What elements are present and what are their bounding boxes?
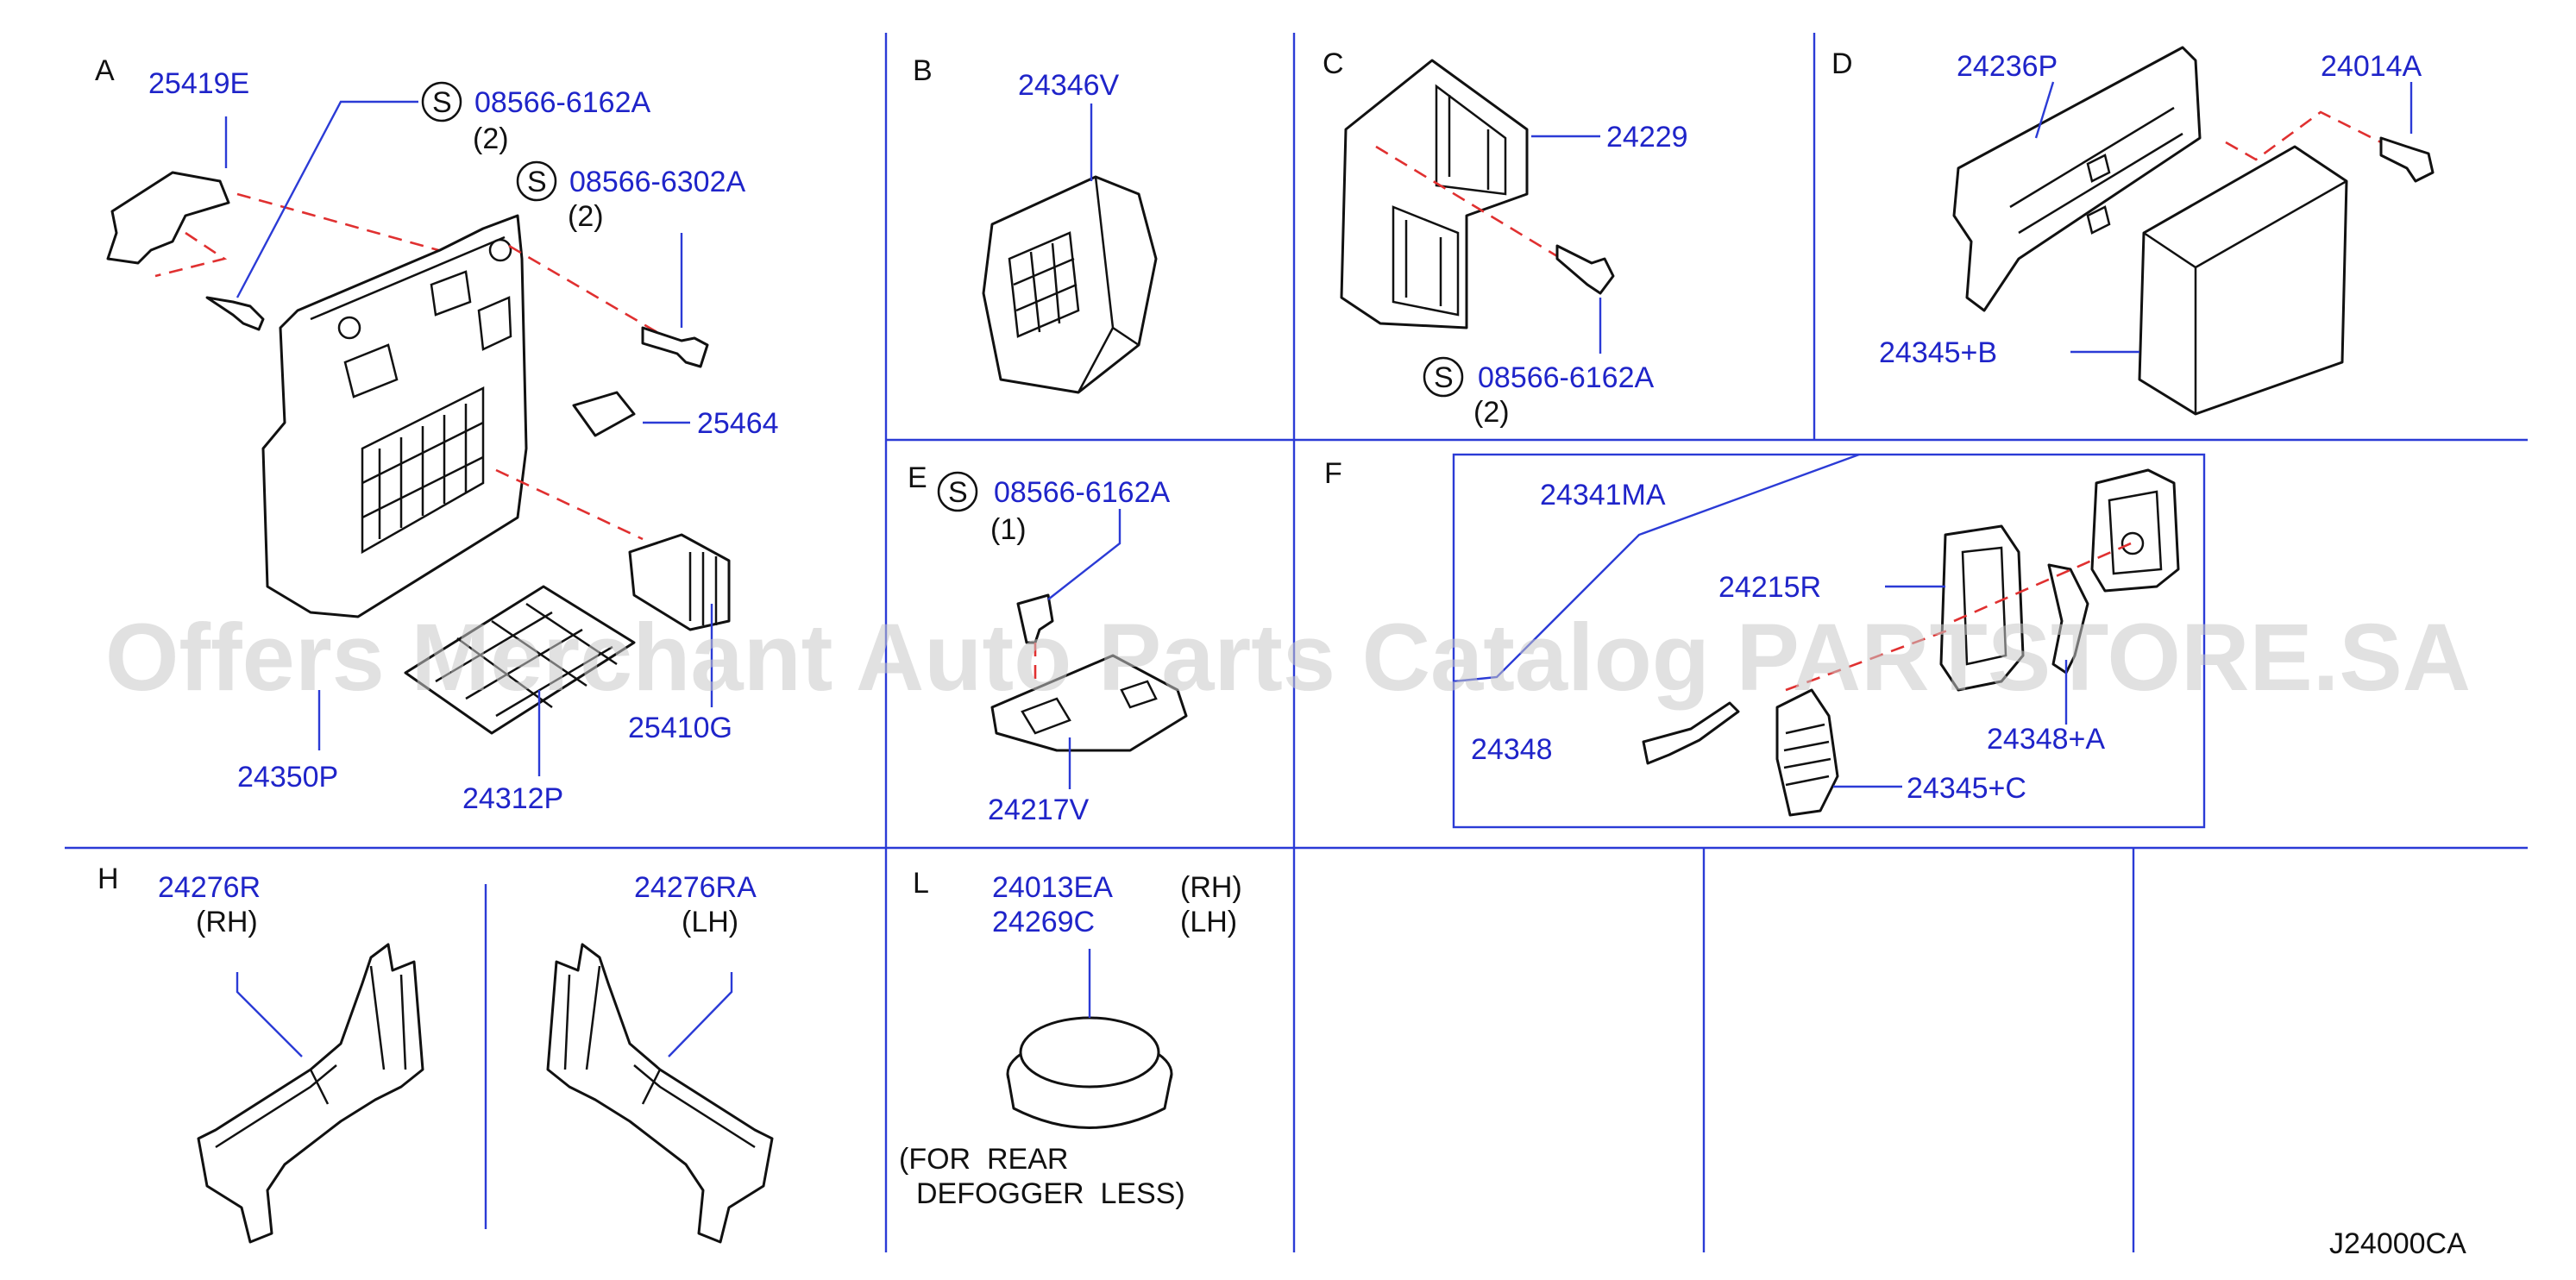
- bolt-24348-shape: [1642, 701, 1740, 765]
- part-24346v: 24346V: [1018, 69, 1120, 102]
- part-24350p: 24350P: [237, 761, 338, 794]
- diagram-code: J24000CA: [2329, 1227, 2466, 1260]
- watermark-text: Offers Merchant Auto Parts Catalog PARTS…: [105, 605, 2471, 711]
- part-24348a: 24348+A: [1987, 723, 2105, 756]
- part-24269c: 24269C: [992, 906, 1095, 938]
- part-25419e: 25419E: [148, 67, 249, 100]
- section-label-h: H: [97, 863, 119, 895]
- part-25410g: 25410G: [628, 712, 732, 744]
- side-lh-l: (LH): [1180, 906, 1237, 938]
- note-line-2: DEFOGGER LESS): [916, 1177, 1185, 1210]
- side-rh-l: (RH): [1180, 871, 1242, 904]
- relay-24346v-shape: [982, 175, 1158, 394]
- section-label-l: L: [913, 867, 929, 900]
- sensor-24345c-top-shape: [2090, 468, 2180, 593]
- s-mark-icon: [421, 81, 462, 122]
- part-24345c: 24345+C: [1907, 772, 2026, 805]
- qty-a2: (2): [568, 200, 604, 233]
- s-mark-a1: S: [432, 86, 452, 119]
- part-24276ra: 24276RA: [634, 871, 757, 904]
- part-24341ma: 24341MA: [1540, 479, 1666, 511]
- s-mark-e: S: [948, 476, 968, 509]
- cover-24312p-shape: [404, 585, 636, 735]
- section-label-a: A: [95, 54, 115, 87]
- section-c-drawing: [1340, 59, 1615, 354]
- s-mark-icon: [937, 471, 978, 512]
- bolt-08566-6302a-shape: [641, 326, 709, 368]
- part-24013ea: 24013EA: [992, 871, 1113, 904]
- section-b-drawing: [982, 104, 1158, 394]
- s-mark-icon: [1423, 356, 1464, 398]
- section-label-b: B: [913, 54, 933, 87]
- part-24345b: 24345+B: [1879, 336, 1997, 369]
- s-mark-icon: [516, 160, 557, 202]
- part-08566-6302a: 08566-6302A: [569, 166, 746, 198]
- side-lh-h: (LH): [682, 906, 738, 938]
- fuse-25464-shape: [572, 391, 636, 437]
- section-e-drawing: [990, 509, 1188, 789]
- part-25464: 25464: [697, 407, 779, 440]
- grid-lines: [65, 33, 2528, 1252]
- fuse-block-24350p-shape: [261, 214, 528, 618]
- qty-c: (2): [1473, 396, 1510, 429]
- part-24215r: 24215R: [1718, 571, 1821, 604]
- section-a-leaders: [224, 100, 713, 776]
- part-24229: 24229: [1606, 121, 1688, 154]
- s-mark-a2: S: [527, 166, 547, 198]
- part-24217v: 24217V: [988, 794, 1090, 826]
- section-label-f: F: [1324, 457, 1342, 490]
- part-24014a: 24014A: [2321, 50, 2422, 83]
- bracket-24217v-shape: [990, 654, 1188, 752]
- section-h-drawing: [197, 943, 774, 1244]
- part-24312p: 24312P: [462, 782, 563, 815]
- clip-24348a-shape: [2047, 563, 2089, 675]
- bracket-24276r-shape: [197, 943, 424, 1244]
- part-24276r: 24276R: [158, 871, 261, 904]
- section-a-drawing: [106, 171, 731, 735]
- section-l-drawing: [1006, 949, 1173, 1129]
- bolt-24014a-shape: [2379, 136, 2435, 183]
- bracket-24276ra-shape: [546, 943, 774, 1244]
- bracket-24236p-shape: [1952, 46, 2202, 312]
- screw-08566-6162a-shape: [205, 296, 265, 331]
- qty-e: (1): [990, 513, 1027, 546]
- side-rh-h: (RH): [196, 906, 258, 938]
- part-24236p: 24236P: [1957, 50, 2058, 83]
- part-08566-6162a-e: 08566-6162A: [994, 476, 1171, 509]
- bracket-24229-shape: [1340, 59, 1529, 329]
- section-label-e: E: [908, 461, 927, 494]
- section-label-d: D: [1831, 47, 1853, 80]
- bolt-08566-6162a-c-shape: [1555, 244, 1615, 295]
- part-08566-6162a: 08566-6162A: [474, 86, 651, 119]
- section-d-drawing: [1952, 46, 2435, 416]
- qty-a1: (2): [473, 122, 509, 155]
- section-f-drawing: [1453, 453, 2180, 817]
- note-line-1: (FOR REAR: [899, 1143, 1068, 1176]
- part-24348: 24348: [1471, 733, 1553, 766]
- bolt-08566-6162a-e-shape: [1016, 593, 1054, 644]
- part-08566-6162a-c: 08566-6162A: [1478, 361, 1655, 394]
- section-label-c: C: [1323, 47, 1344, 80]
- module-24345b-shape: [2138, 145, 2348, 416]
- s-mark-c: S: [1434, 361, 1454, 394]
- bracket-25419e-shape: [106, 171, 230, 265]
